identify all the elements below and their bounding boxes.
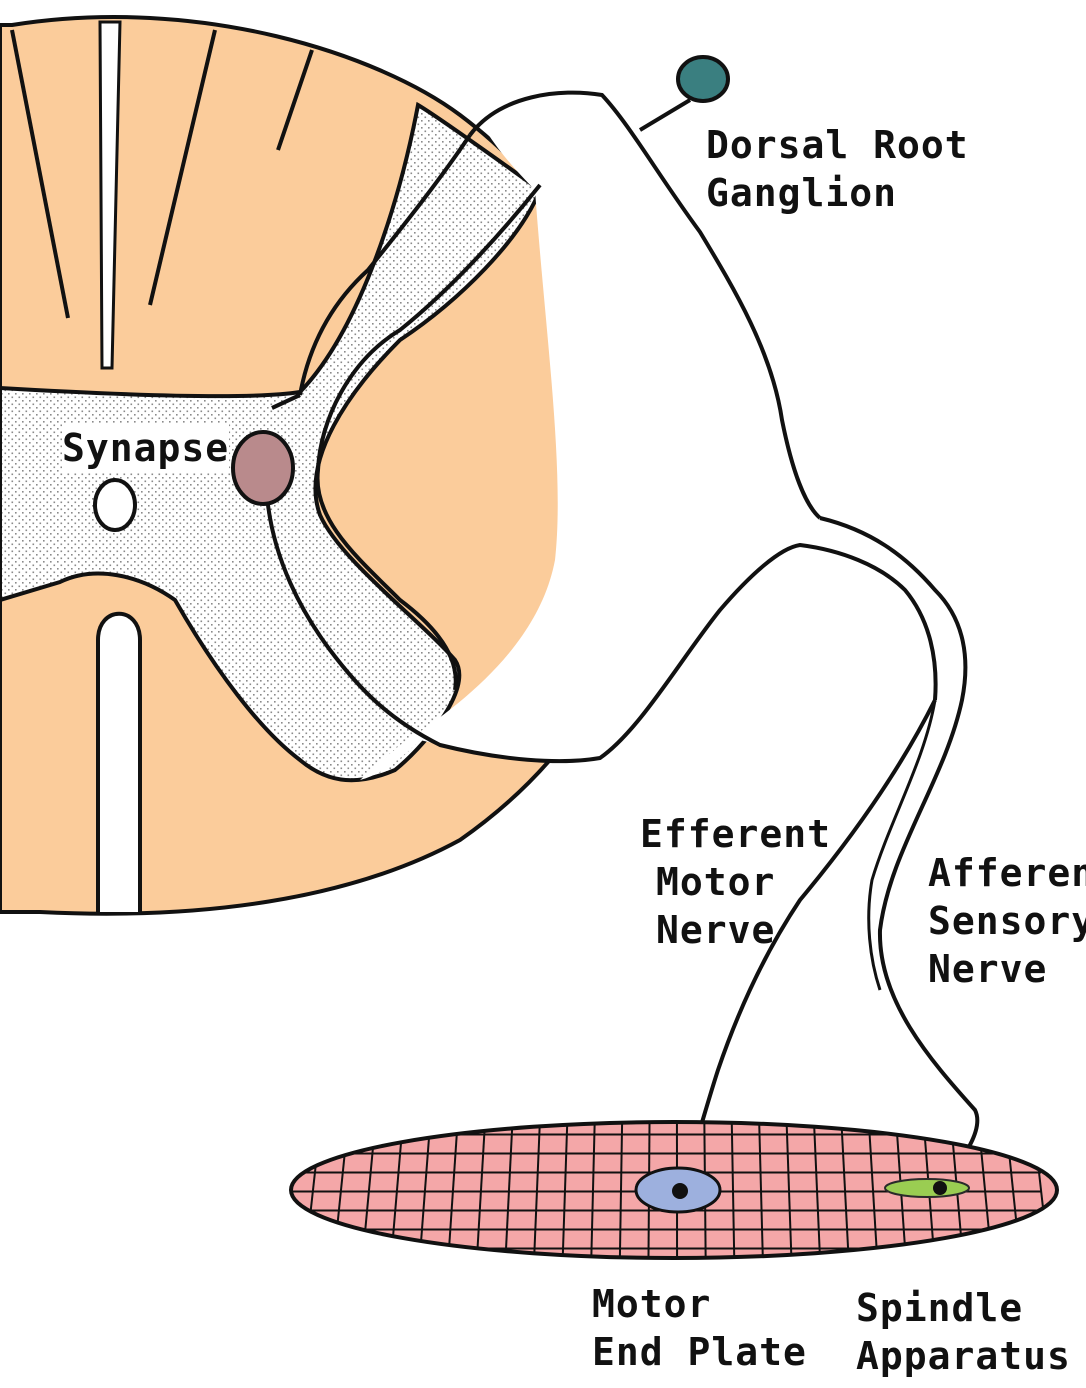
ganglion-stalk [640,100,690,130]
synapse-icon [233,432,293,504]
spindle-apparatus-icon [885,1179,969,1197]
label-line: Apparatus [856,1332,1071,1380]
sensory-nerve-terminal [933,1181,947,1195]
dorsal-root-ganglion-label: Dorsal Root Ganglion [706,121,969,217]
label-line: End Plate [592,1328,807,1376]
label-line: Efferent [640,810,831,858]
central-canal [95,480,135,530]
label-line: Afferent [928,849,1086,897]
label-line: Sensory [928,897,1086,945]
label-line: Motor [592,1280,807,1328]
motor-nerve-terminal [672,1183,688,1199]
efferent-motor-nerve-label: Efferent Motor Nerve [640,810,831,954]
label-line: Motor [656,858,831,906]
motor-end-plate-label: Motor End Plate [592,1280,807,1376]
label-line: Dorsal Root [706,121,969,169]
label-line: Nerve [928,945,1086,993]
label-line: Ganglion [706,169,969,217]
dorsal-root-ganglion-icon [678,57,728,101]
label-line: Nerve [656,906,831,954]
afferent-sensory-nerve-label: Afferent Sensory Nerve [928,849,1086,993]
synapse-label: Synapse [62,424,229,472]
label-line: Spindle [856,1284,1071,1332]
ventral-median-fissure [98,614,140,912]
spindle-apparatus-label: Spindle Apparatus [856,1284,1071,1380]
